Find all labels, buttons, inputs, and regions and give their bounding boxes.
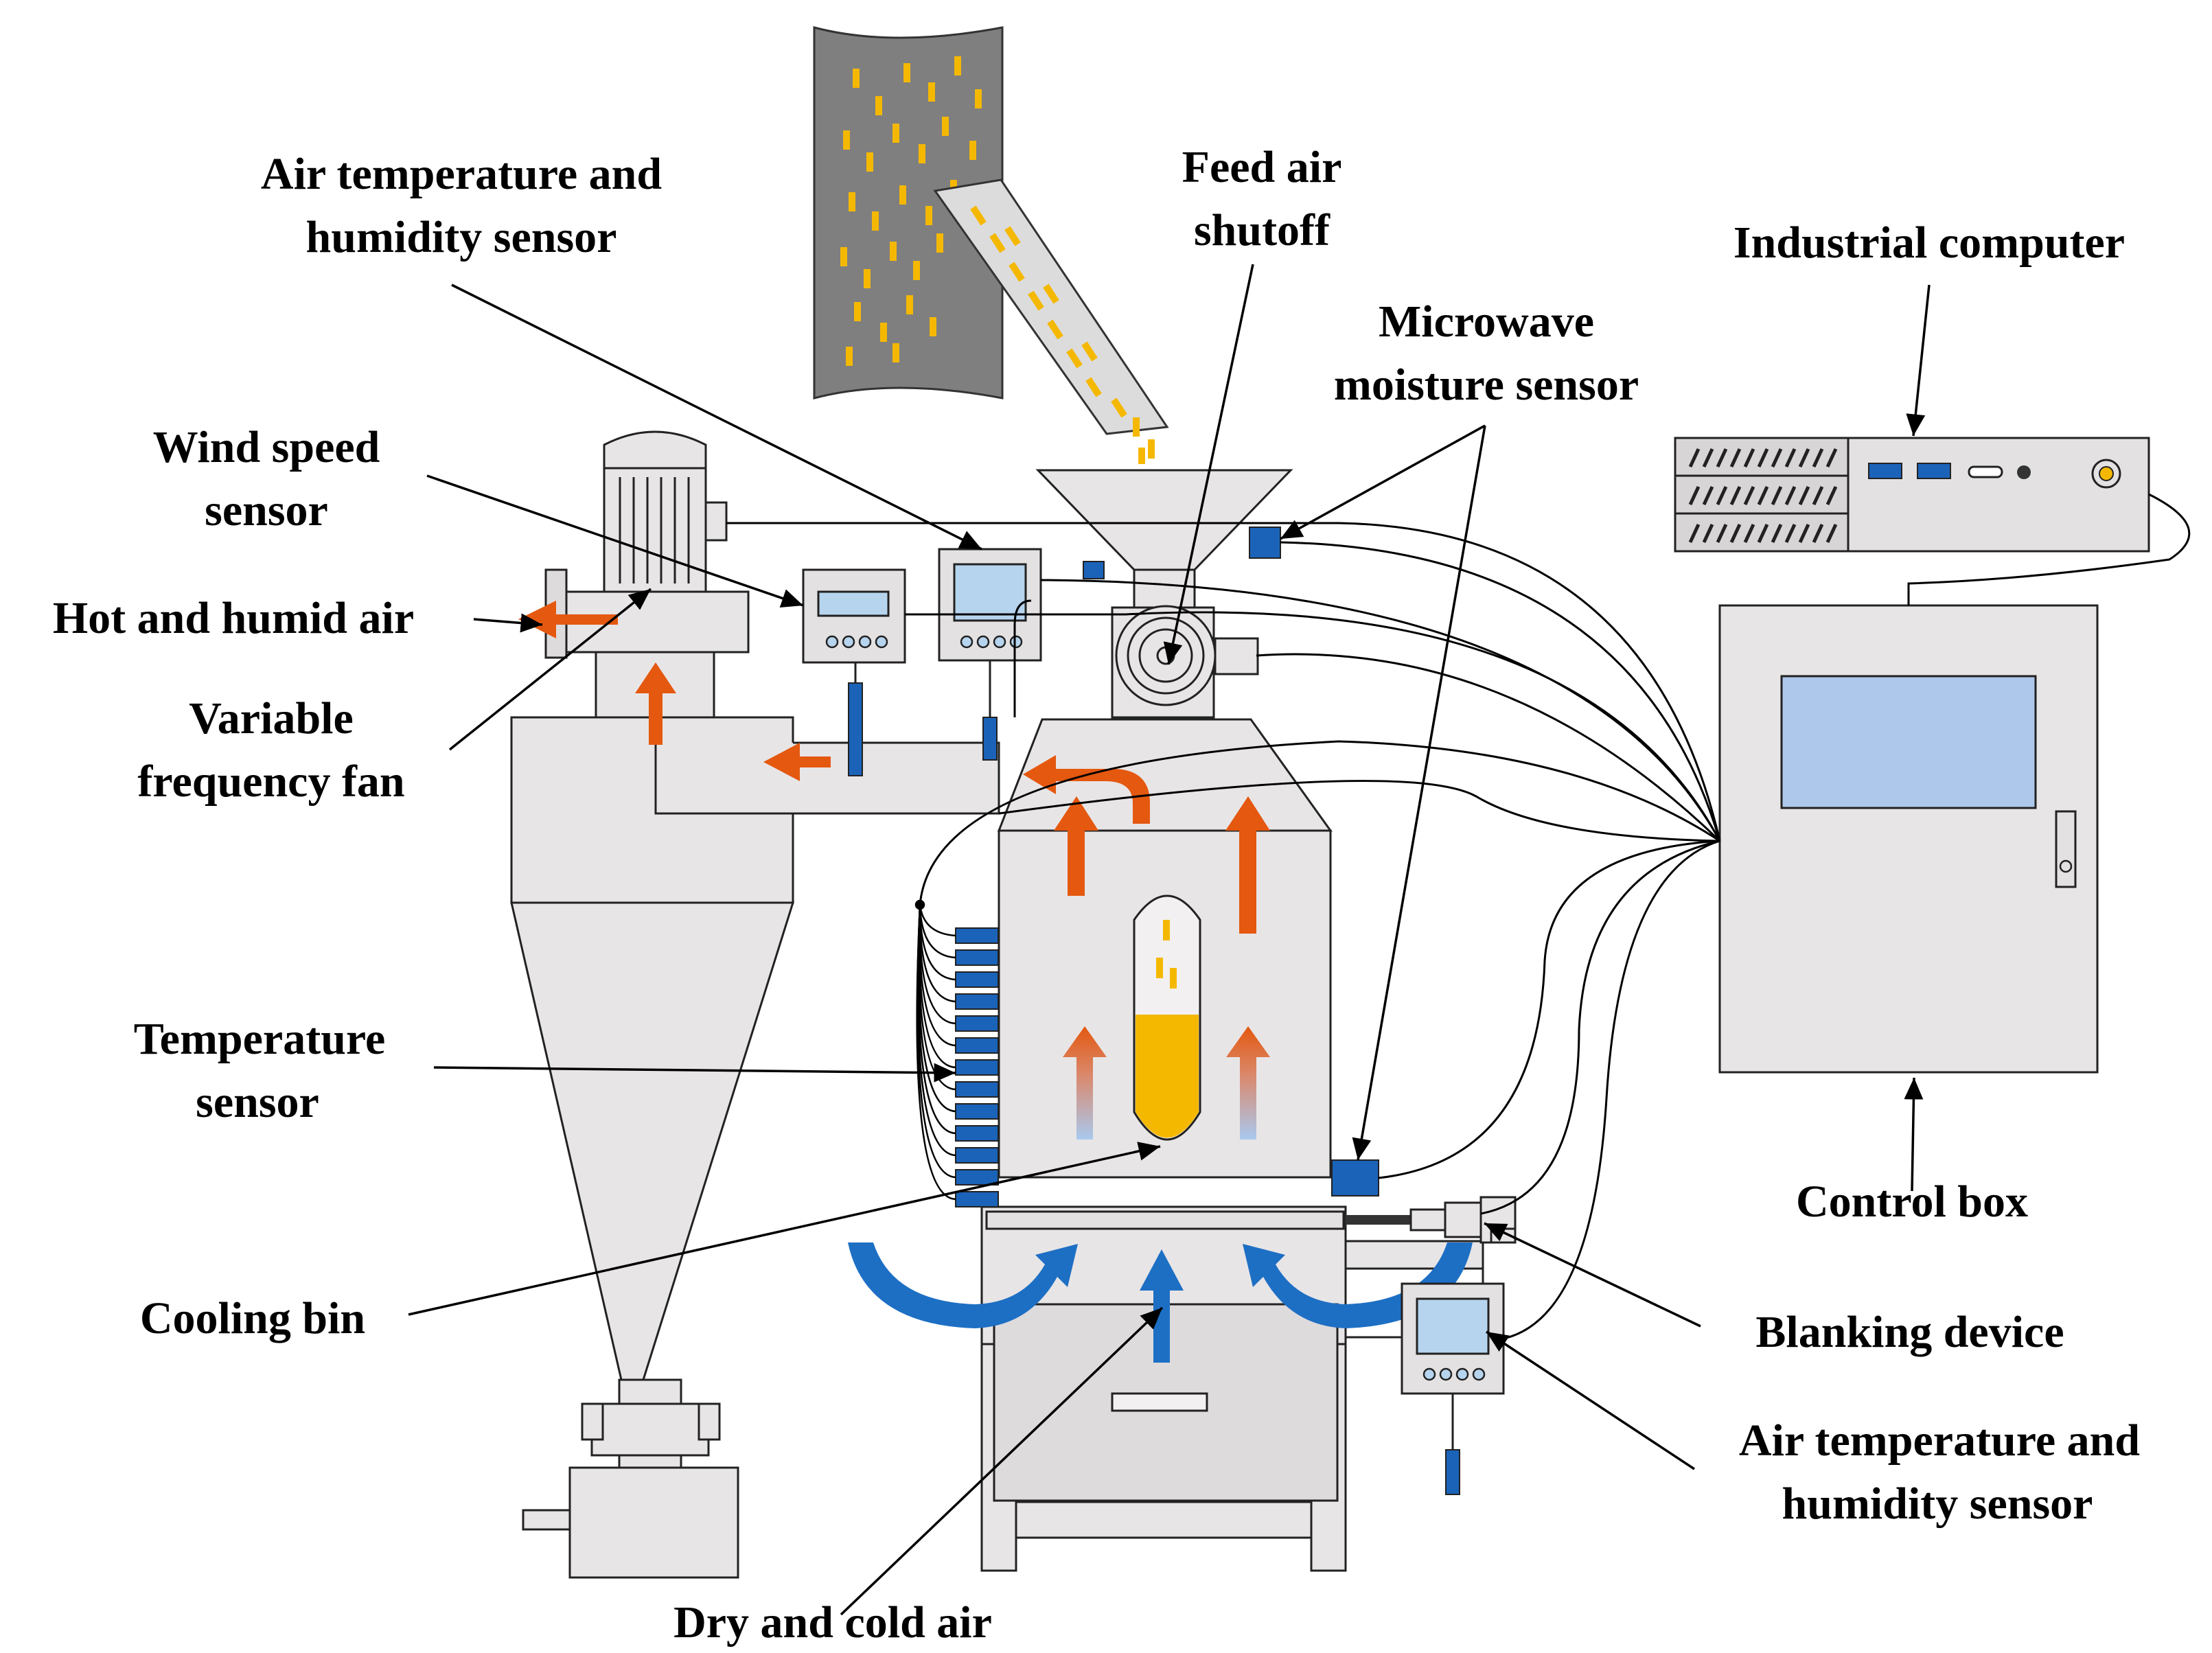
label-feed-air-shutoff-line2: shutoff <box>1194 205 1330 255</box>
label-feed-air-shutoff-line1: Feed air <box>1182 142 1342 192</box>
signal-wires <box>726 493 2191 1340</box>
temperature-sensor-wires <box>914 899 956 1201</box>
cooling-bin <box>980 718 1484 1572</box>
label-wind-speed-line2: sensor <box>205 485 328 535</box>
label-blanking-device: Blanking device <box>1755 1307 2064 1357</box>
hot-air-arrows <box>518 601 1270 934</box>
computer-vent-icon <box>1688 448 1838 544</box>
label-industrial-computer: Industrial computer <box>1733 218 2125 268</box>
label-hot-humid-air: Hot and humid air <box>53 593 414 643</box>
grain-column <box>1133 894 1201 1141</box>
feed-hopper <box>1035 469 1293 609</box>
variable-frequency-fan <box>544 430 750 719</box>
label-variable-fan-line2: frequency fan <box>137 756 404 807</box>
label-dry-cold-air: Dry and cold air <box>673 1597 992 1648</box>
rising-air-gradient <box>1063 1026 1270 1140</box>
label-variable-fan-line1: Variable <box>189 693 354 743</box>
airlock-valve-icon <box>1111 605 1259 719</box>
label-control-box: Control box <box>1796 1177 2028 1227</box>
label-air-temp-humidity-top-line2: humidity sensor <box>306 212 617 262</box>
control-box <box>1718 604 2099 1074</box>
label-temperature-sensor-line1: Temperature <box>134 1014 386 1064</box>
label-air-temp-humidity-bottom-line1: Air temperature and <box>1739 1415 2140 1466</box>
air-temp-humidity-sensor-top <box>938 548 1042 761</box>
microwave-sensor-icon <box>1083 527 1379 1197</box>
display-sensor-icon <box>802 568 906 664</box>
label-microwave-sensor-line2: moisture sensor <box>1334 360 1639 410</box>
label-cooling-bin: Cooling bin <box>140 1293 365 1343</box>
air-temp-humidity-sensor-bottom <box>1401 1282 1505 1495</box>
label-air-temp-humidity-top-line1: Air temperature and <box>261 149 662 199</box>
blanking-device <box>1346 1196 1517 1244</box>
temperature-sensor-array <box>955 927 999 1207</box>
industrial-computer <box>1674 437 2150 553</box>
cyclone-separator <box>510 716 795 1579</box>
label-wind-speed-line1: Wind speed <box>153 422 380 472</box>
label-microwave-sensor-line1: Microwave <box>1379 297 1594 347</box>
label-air-temp-humidity-bottom-line2: humidity sensor <box>1782 1479 2093 1529</box>
diagram-labels: Air temperature and humidity sensor Feed… <box>53 142 2140 1648</box>
label-temperature-sensor-line2: sensor <box>196 1077 319 1127</box>
wind-speed-sensor <box>802 568 906 776</box>
fan-motor-icon <box>603 430 728 593</box>
leader-lines <box>408 264 1931 1616</box>
grain-silo <box>813 26 1169 464</box>
